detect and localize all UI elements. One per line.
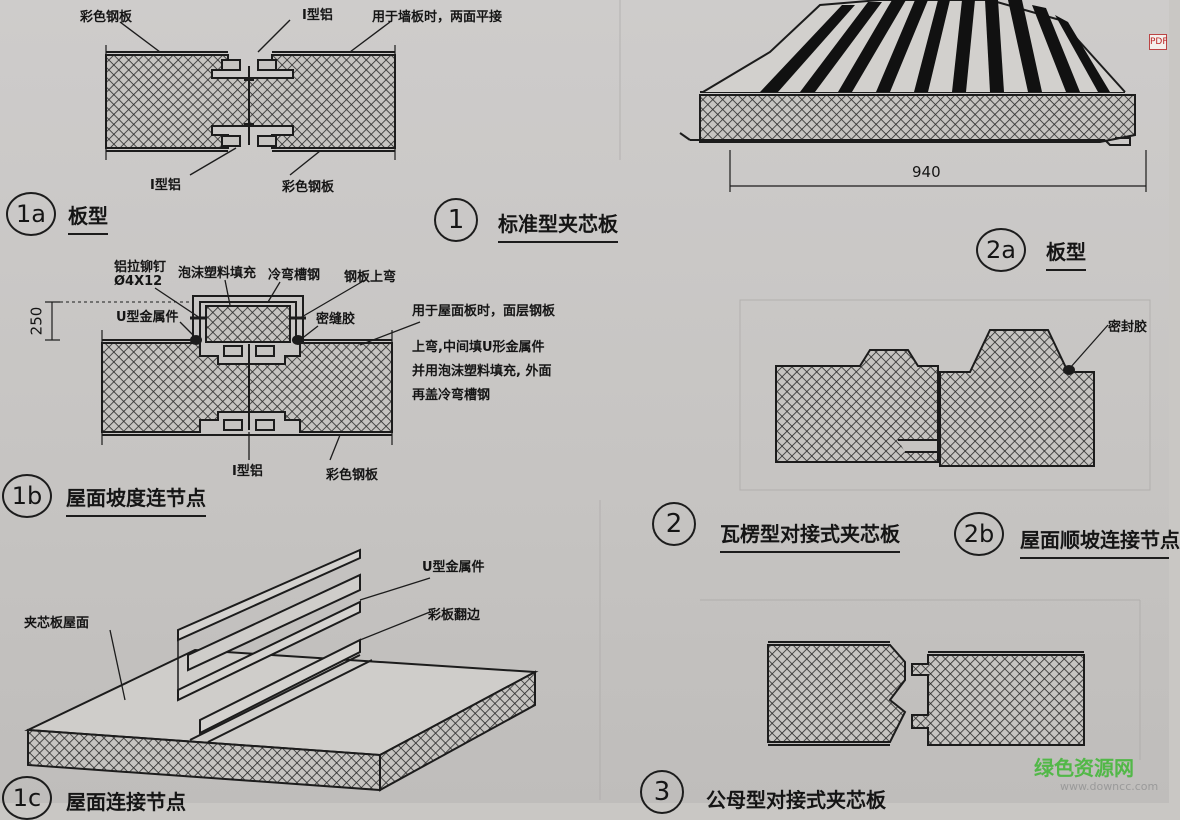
fig2b-section bbox=[775, 324, 1109, 467]
label-steel-bend: 钢板上弯 bbox=[344, 270, 397, 285]
fig2a-section bbox=[679, 0, 1147, 192]
badge-1b: 1b bbox=[2, 474, 52, 518]
caption-3: 公母型对接式夹芯板 bbox=[706, 788, 886, 812]
label-foam-fill: 泡沫塑料填充 bbox=[178, 266, 257, 281]
technical-drawing bbox=[24, 0, 1151, 800]
badge-2: 2 bbox=[652, 502, 696, 546]
label-rivet: 铝拉铆钉 bbox=[114, 260, 167, 275]
pdf-icon: PDF bbox=[1149, 34, 1168, 50]
caption-1c: 屋面连接节点 bbox=[66, 790, 186, 814]
label-color-steel-top: 彩色钢板 bbox=[80, 10, 133, 25]
label-color-flange: 彩板翻边 bbox=[428, 608, 481, 623]
label-u-part-1c: U型金属件 bbox=[422, 560, 485, 575]
label-sealant-2b: 密封胶 bbox=[1108, 320, 1148, 335]
dim-940: 940 bbox=[912, 163, 941, 181]
label-wall-note: 用于墙板时，两面平接 bbox=[372, 10, 503, 25]
fig1c-isometric bbox=[24, 548, 539, 792]
caption-1a: 板型 bbox=[68, 200, 108, 235]
fig3-section bbox=[767, 641, 1085, 746]
label-roof-surface: 夹芯板屋面 bbox=[24, 616, 90, 631]
watermark-brand: 绿色资源网 bbox=[1034, 756, 1134, 780]
label-rivet-spec: Ø4X12 bbox=[114, 274, 163, 289]
dim-250: 250 bbox=[27, 306, 46, 336]
badge-2b: 2b bbox=[954, 512, 1004, 556]
label-u-part: U型金属件 bbox=[116, 310, 179, 325]
note-line-4: 再盖冷弯槽钢 bbox=[412, 388, 491, 403]
note-line-1: 用于屋面板时，面层钢板 bbox=[412, 304, 556, 319]
badge-1a: 1a bbox=[6, 192, 56, 236]
label-i-alum-bottom: I型铝 bbox=[150, 178, 181, 193]
fig1b-section bbox=[45, 279, 421, 461]
caption-2a: 板型 bbox=[1046, 236, 1086, 271]
label-color-steel-1b: 彩色钢板 bbox=[326, 468, 379, 483]
note-line-2: 上弯,中间填U形金属件 bbox=[412, 340, 545, 355]
badge-2a: 2a bbox=[976, 228, 1026, 272]
label-i-alum-top: I型铝 bbox=[302, 8, 333, 23]
label-i-alum-1b: I型铝 bbox=[232, 464, 263, 479]
caption-1b: 屋面坡度连节点 bbox=[66, 482, 206, 517]
badge-1: 1 bbox=[434, 198, 478, 242]
label-sealant: 密缝胶 bbox=[316, 312, 356, 327]
badge-3: 3 bbox=[640, 770, 684, 814]
badge-1c: 1c bbox=[2, 776, 52, 820]
label-cold-channel: 冷弯槽钢 bbox=[268, 268, 321, 283]
note-line-3: 并用泡沫塑料填充, 外面 bbox=[412, 364, 552, 379]
caption-1: 标准型夹芯板 bbox=[498, 208, 618, 243]
label-color-steel-bottom: 彩色钢板 bbox=[282, 180, 335, 195]
caption-2: 瓦楞型对接式夹芯板 bbox=[720, 518, 900, 553]
watermark-url: www.downcc.com bbox=[1060, 780, 1159, 793]
fig1a-section bbox=[105, 19, 396, 176]
caption-2b: 屋面顺坡连接节点 bbox=[1020, 524, 1180, 559]
